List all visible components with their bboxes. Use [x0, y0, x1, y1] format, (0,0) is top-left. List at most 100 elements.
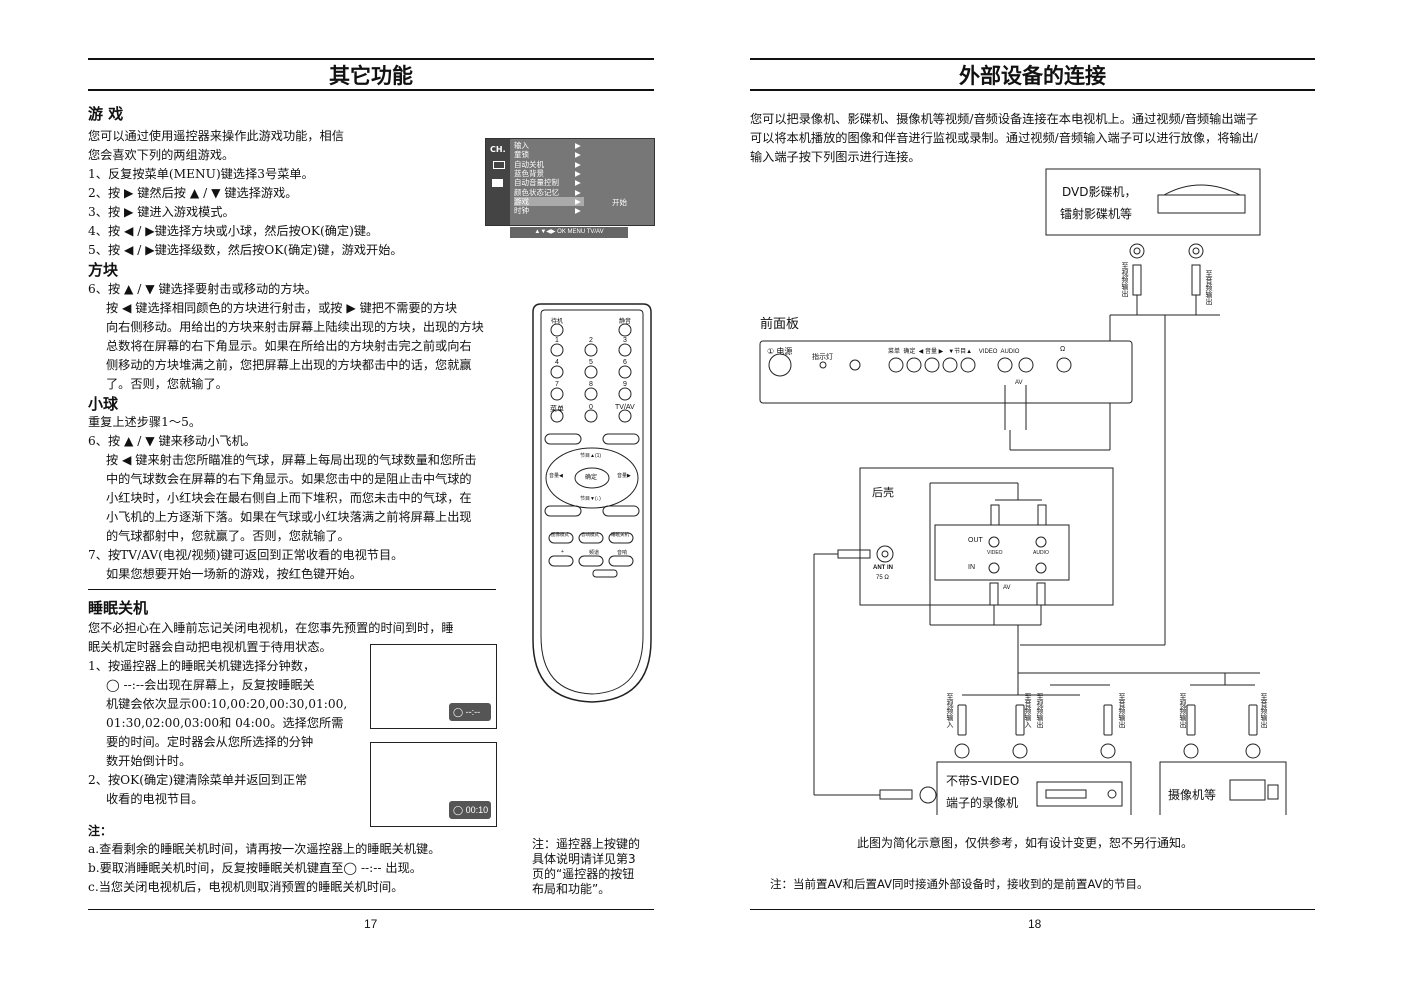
game-menu-screen: CH. 输入▶童锁▶自动关机▶蓝色背景▶自动音量控制▶颜色状态记忆▶游戏▶时钟▶… — [485, 138, 655, 226]
block-heading: 方块 — [88, 261, 119, 279]
remote-prog-down-label: 节目▼(↓) — [580, 496, 601, 502]
block-lines-line: 了。否则，您就输了。 — [106, 377, 228, 391]
remote-pill-button — [544, 505, 582, 517]
menu-item: 时钟 — [514, 206, 529, 216]
remote-ok-label: 确定 — [585, 475, 598, 481]
section-divider — [88, 589, 496, 590]
timer-off-text: --:-- — [465, 707, 481, 717]
intro-lines-line: 可以将本机播放的图像和伴音进行监视或录制。通过视频/音频输入端子可以进行放像，将… — [750, 131, 1258, 145]
remote-digit-label: 9 — [623, 381, 627, 388]
menu-start-label: 开始 — [612, 198, 627, 207]
out-label: OUT — [968, 537, 983, 544]
timer-badge-on: ◯ 00:10 — [449, 801, 491, 819]
footer-rule-left — [88, 909, 654, 910]
remote-digit-label: 2 — [589, 337, 593, 344]
ball-lines-line: 重复上述步骤1～5。 — [88, 415, 202, 429]
remote-digit-button — [618, 387, 632, 401]
game-lines-line: 2、按 ▶ 键然后按 ▲ / ▼ 键选择游戏。 — [88, 186, 298, 200]
sleep-screen-on: ◯ 00:10 — [370, 742, 497, 827]
ball-lines-line: 的气球都射中，您就赢了。否则，您就输了。 — [106, 529, 350, 543]
ball-lines-line: 小飞机的上方逐渐下落。如果在气球或小红块落满之前将屏幕上出现 — [106, 510, 472, 524]
menu-arrow-icon: ▶ — [575, 168, 581, 178]
remote-row-button — [618, 409, 632, 423]
title-rule-top-right — [750, 58, 1315, 60]
remote-pill-button — [544, 433, 582, 445]
sleep-lines-line: 1、按遥控器上的睡眠关机键选择分钟数， — [88, 659, 316, 673]
intro-lines-line: 您可以把录像机、影碟机、摄像机等视频/音频设备连接在本电视机上。通过视频/音频输… — [750, 112, 1258, 126]
remote-small-button — [608, 555, 634, 567]
remote-vol-right-label: 音量▶ — [617, 473, 631, 479]
sleep-lines-line: 您不必担心在入睡前忘记关闭电视机，在您事先预置的时间到时，睡 — [88, 621, 454, 635]
menu-item: 自动关机 — [514, 159, 544, 169]
menu-item: 输入 — [514, 141, 529, 150]
ball-lines-line: 6、按 ▲ / ▼ 键来移动小飞机。 — [88, 434, 256, 448]
device-jack — [1100, 743, 1116, 759]
remote-control-illustration — [532, 303, 652, 703]
sleep-lines-line: ◯ --:--会出现在屏幕上，反复按睡眠关 — [106, 678, 315, 692]
sleep-lines-line: 数开始倒计时。 — [106, 754, 192, 768]
remote-small-button — [548, 555, 574, 567]
dvd-label-2: 镭射影碟机等 — [1060, 207, 1133, 221]
notes-lines-line: b.要取消睡眠关机时间，反复按睡眠关机键直至◯ --:-- 出现。 — [88, 861, 422, 875]
remote-small-button — [578, 532, 604, 544]
block-lines-line: 侧移动的方块堆满之前，您把屏幕上出现的方块都击中的话，您就赢 — [106, 358, 472, 372]
block-lines-line: 向右侧移动。用给出的方块来射击屏幕上陆续出现的方块，出现的方块 — [106, 320, 484, 334]
front-panel-button — [924, 357, 940, 373]
remote-digit-button — [550, 343, 564, 357]
vcr-jack-label: 至音频输出 — [1118, 693, 1126, 728]
ball-lines-line: 中的气球数会在屏幕的右下角显示。如果您击中的是阻止击中气球的 — [106, 472, 472, 486]
menu-item: 自动音量控制 — [514, 178, 559, 188]
menu-footer: ▲▼◀▶ OK MENU TV/AV — [510, 227, 628, 238]
ant-in-label: ANT IN — [873, 565, 893, 571]
timer-on-text: 00:10 — [465, 805, 489, 815]
remote-row1-label: 图像模式 — [551, 532, 569, 537]
menu-arrow-icon: ▶ — [575, 178, 581, 188]
ch-label: CH. — [490, 145, 506, 154]
remote-digit-button — [584, 343, 598, 357]
menu-arrow-icon: ▶ — [575, 150, 581, 160]
ant-ohm-label: 75 Ω — [876, 575, 889, 581]
remote-digit-button — [584, 365, 598, 379]
sleep-screen-off: ◯ --:-- — [370, 644, 497, 729]
vcr-jack-label: 至视频输出 — [1036, 693, 1044, 728]
title-rule-top — [88, 58, 654, 60]
remote-digit-label: 1 — [555, 337, 559, 344]
connection-diagram — [759, 168, 1287, 815]
rear-label: 后壳 — [872, 486, 894, 499]
remote-vol-left-label: 音量◀ — [549, 473, 563, 479]
sleep-heading: 睡眠关机 — [88, 599, 149, 617]
device-jack — [954, 743, 970, 759]
sleep-lines-line: 2、按OK(确定)键清除菜单并返回到正常 — [88, 773, 308, 787]
device-jack — [1183, 743, 1199, 759]
device-jack — [1245, 743, 1261, 759]
ball-lines-line: 7、按TV/AV(电视/视频)键可返回到正常收看的电视节目。 — [88, 548, 404, 562]
remote-digit-label: 7 — [555, 381, 559, 388]
rca-plug — [957, 704, 967, 736]
audio-label: AUDIO — [1033, 550, 1049, 556]
remote-small-button — [578, 555, 604, 567]
front-audio-jack — [1018, 357, 1034, 373]
game-heading: 游 戏 — [88, 105, 124, 123]
diagram-caption: 此图为简化示意图，仅供参考，如有设计变更，恕不另行通知。 — [857, 836, 1194, 850]
front-panel-button — [906, 357, 922, 373]
remote-digit-button — [550, 365, 564, 379]
game-lines-line: 5、按 ◀ / ▶键选择级数，然后按OK(确定)键，游戏开始。 — [88, 243, 403, 257]
remote-row-button — [584, 409, 598, 423]
ball-lines-line: 如果您想要开始一场新的游戏，按红色键开始。 — [106, 567, 362, 581]
rear-av-label: AV — [1003, 585, 1011, 591]
front-panel-button — [960, 357, 976, 373]
headphone-label: Ω — [1060, 346, 1066, 353]
page-number-right: 18 — [1028, 917, 1042, 931]
remote-mute-button — [618, 323, 632, 337]
front-video-jack — [997, 357, 1013, 373]
remote-standby-button — [550, 323, 564, 337]
remote-row1-label: 睡眠关机 — [611, 532, 629, 537]
remote-row2-label: 音响 — [617, 550, 628, 556]
camcorder-label: 摄像机等 — [1168, 788, 1217, 802]
rca-plug — [1015, 704, 1025, 736]
front-keys-label: 菜单 确定 ◀ 音量 ▶ ▼节目▲ VIDEO AUDIO — [888, 349, 1020, 355]
power-label: ① 电源 — [767, 347, 793, 356]
remote-digit-label: 8 — [589, 381, 593, 388]
dvd-jack-label: 至视频输出 — [1121, 262, 1129, 297]
game-lines-line: 4、按 ◀ / ▶键选择方块或小球，然后按OK(确定)键。 — [88, 224, 379, 238]
